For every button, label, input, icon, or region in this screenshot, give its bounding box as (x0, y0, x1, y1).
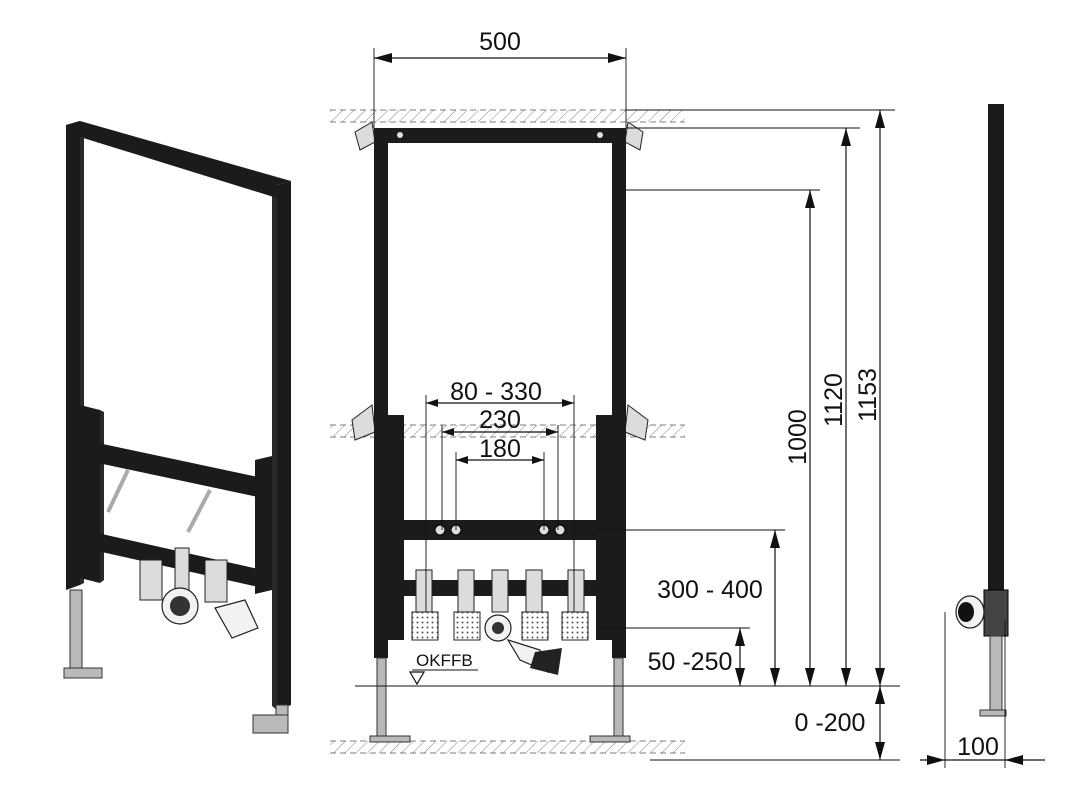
dim-300-400: 300 - 400 (657, 576, 763, 604)
dim-height-1153: 1153 (854, 368, 882, 422)
side-upright (988, 104, 1004, 634)
floor-reference-label: OKFFB (416, 651, 473, 670)
front-top-rail (374, 128, 626, 143)
dim-180: 180 (479, 435, 521, 463)
isometric-view (63, 121, 291, 734)
iso-crossbar-upper (84, 440, 272, 500)
front-left-upright (374, 128, 388, 658)
dim-depth-100: 100 (957, 733, 999, 761)
front-crossbar-upper (404, 520, 596, 540)
side-view (920, 104, 1045, 768)
dim-width-500: 500 (479, 28, 521, 56)
dim-0-200: 0 -200 (795, 709, 866, 737)
fittings (411, 569, 589, 675)
dim-50-250: 50 -250 (648, 648, 733, 676)
dim-height-1000: 1000 (784, 409, 812, 465)
top-wall-hatch (330, 110, 685, 122)
iso-top-rail (66, 121, 291, 198)
iso-right-upright (277, 181, 291, 710)
floor-hatch (330, 741, 685, 753)
dimension-lines (355, 48, 900, 761)
iso-left-upright (66, 121, 80, 590)
front-right-upright (612, 128, 626, 658)
dim-range-80-330: 80 - 330 (450, 378, 542, 406)
dim-230: 230 (479, 406, 521, 434)
dim-height-1120: 1120 (820, 373, 848, 427)
